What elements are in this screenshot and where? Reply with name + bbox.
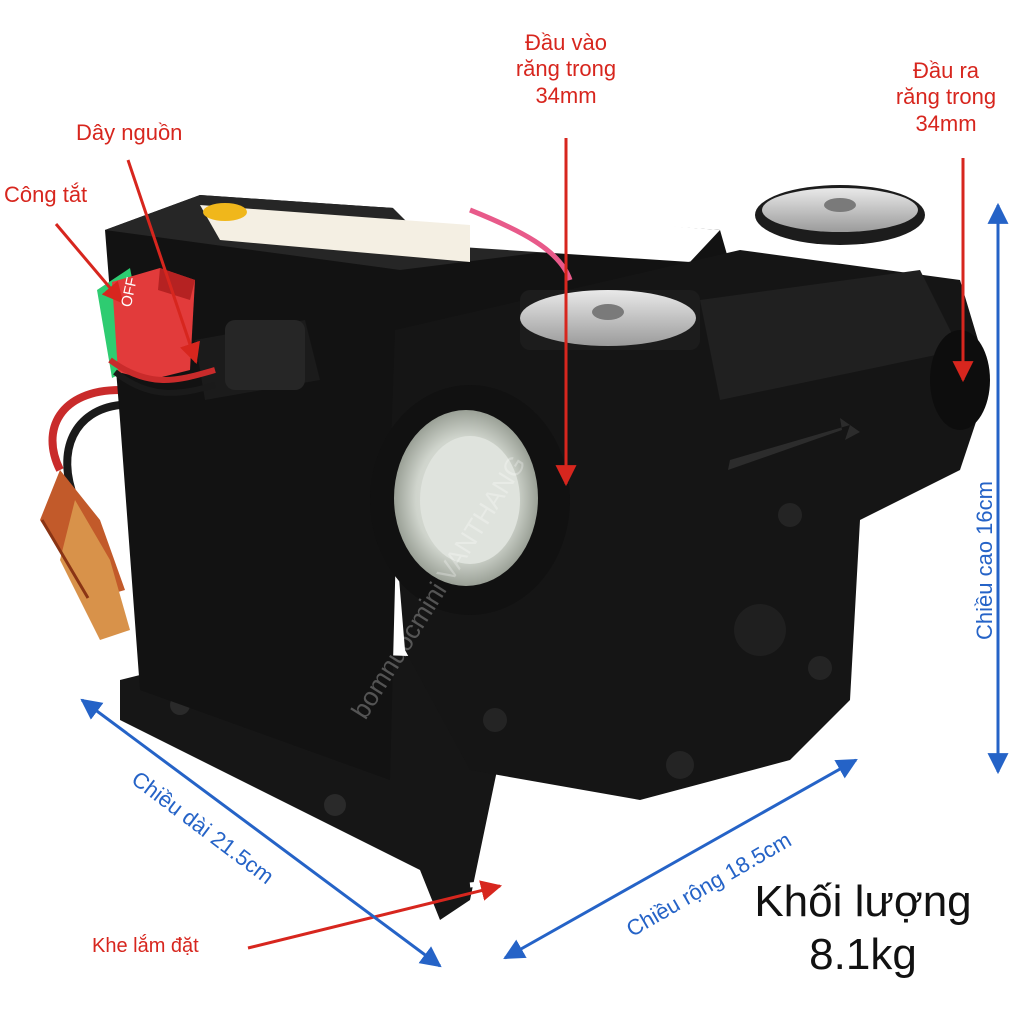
battery-cables xyxy=(40,386,130,640)
power-cord-callout: Dây nguồn xyxy=(76,120,183,145)
weight-value: 8.1kg xyxy=(809,929,917,979)
cable-gland xyxy=(108,320,320,400)
outlet-callout: Đầu ra răng trong 34mm xyxy=(895,58,997,136)
weight-label: Khối lượng 8.1kg xyxy=(730,876,996,982)
switch-callout: Công tắt xyxy=(4,182,88,207)
weight-title: Khối lượng xyxy=(754,877,972,926)
mount-slot xyxy=(469,877,521,888)
mount-slot-callout: Khe lắm đặt xyxy=(92,935,199,957)
height-dimension: Chiều cao 16cm xyxy=(972,481,997,640)
outlet-port xyxy=(755,185,990,430)
dimension-lines xyxy=(80,202,1009,968)
pump-head xyxy=(390,250,990,800)
inlet-callout: Đầu vào răng trong 34mm xyxy=(515,30,617,108)
